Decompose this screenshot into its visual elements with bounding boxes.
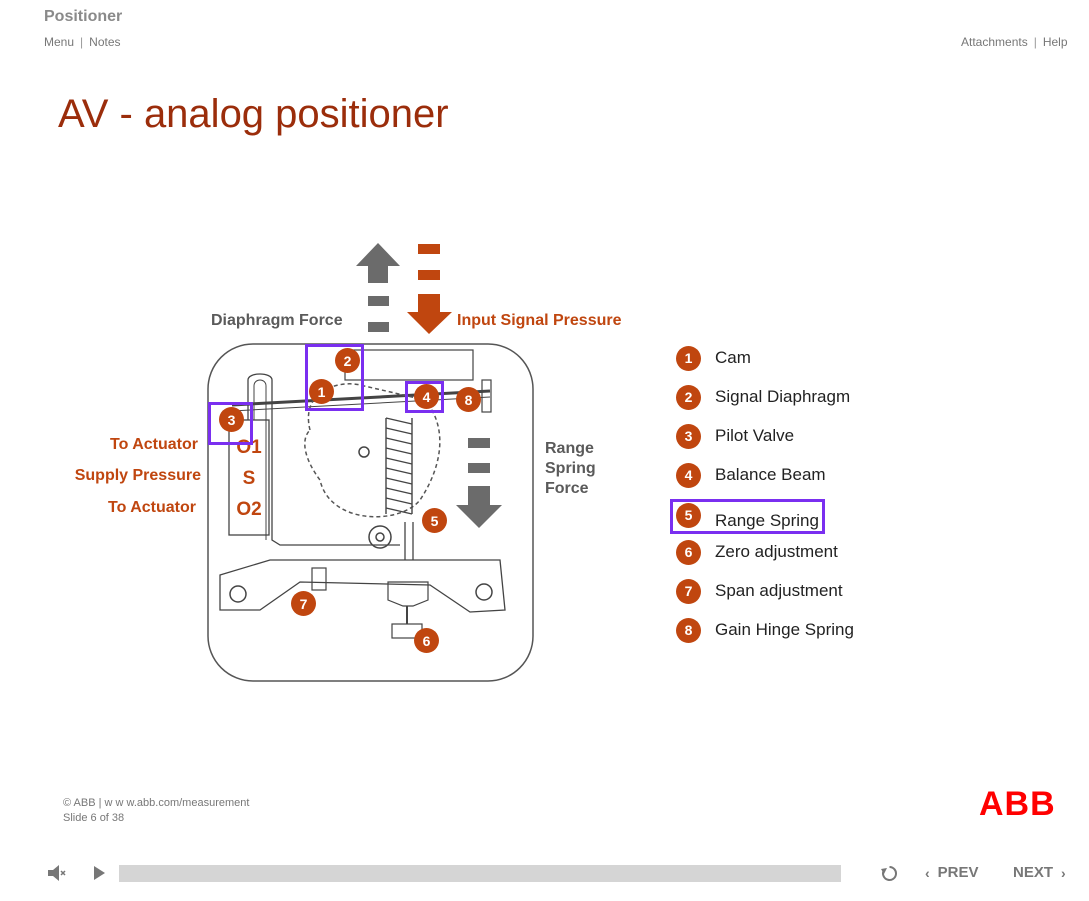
replay-icon[interactable] [880,864,899,883]
chevron-right-icon: › [1061,864,1066,881]
cam-outline [304,383,441,518]
legend-label: Span adjustment [715,581,843,600]
nav-separator: | [80,35,84,49]
legend-number: 7 [676,578,701,604]
prev-button[interactable]: ‹ PREV [925,864,979,881]
copyright-text: © ABB | w w w.abb.com/measurement [63,797,250,809]
legend-label: Zero adjustment [715,542,838,561]
highlight-box [670,499,825,534]
diagram-marker-7[interactable]: 7 [291,591,316,616]
prev-label: PREV [937,864,979,881]
legend-number: 1 [676,345,701,371]
port-label: Supply Pressure [74,467,201,484]
next-button[interactable]: NEXT › [1013,864,1066,881]
legend-label: Pilot Valve [715,426,795,445]
range-spring-coil [385,417,413,515]
highlight-box [405,381,444,413]
port-label: To Actuator [108,499,196,516]
legend-item-balance-beam[interactable]: 4 Balance Beam [676,462,826,488]
legend-number: 8 [676,617,701,643]
legend-number: 5 [676,502,701,528]
nav-separator: | [1033,35,1037,49]
legend-item-span-adjustment[interactable]: 7 Span adjustment [676,578,843,604]
notes-link[interactable]: Notes [89,35,121,49]
diagram-marker-3[interactable]: 3 [219,407,244,432]
legend-number: 4 [676,462,701,488]
diaphragm-force-arrow [356,243,400,332]
slide-counter: Slide 6 of 38 [63,812,125,824]
legend-item-pilot-valve[interactable]: 3 Pilot Valve [676,423,794,449]
range-spring-force-line: Range [545,440,594,457]
diagram-marker-1[interactable]: 1 [309,379,334,404]
highlight-box [208,402,253,445]
top-left-nav: Menu | Notes [44,35,121,49]
course-title: Positioner [44,8,123,25]
range-spring-force-line: Force [545,480,589,497]
progress-bar[interactable] [119,865,841,882]
legend-number: 6 [676,539,701,565]
positioner-housing [207,343,534,682]
diagram-marker-8[interactable]: 8 [456,387,481,412]
diagram-marker-5[interactable]: 5 [422,508,447,533]
legend-item-signal-diaphragm[interactable]: 2 Signal Diaphragm [676,384,850,410]
volume-icon[interactable] [46,864,66,882]
legend-item-range-spring[interactable]: 5 Range Spring [676,502,819,530]
legend-label: Cam [715,348,751,367]
menu-link[interactable]: Menu [44,35,75,49]
legend-item-cam[interactable]: 1 Cam [676,345,751,371]
chevron-left-icon: ‹ [925,864,930,881]
diaphragm-plate [344,349,474,381]
help-link[interactable]: Help [1042,35,1068,49]
diaphragm-force-label: Diaphragm Force [211,312,343,329]
legend-label: Balance Beam [715,465,826,484]
attachments-link[interactable]: Attachments [961,35,1028,49]
diagram-marker-2[interactable]: 2 [335,348,360,373]
legend-number: 3 [676,423,701,449]
legend-item-gain-hinge-spring[interactable]: 8 Gain Hinge Spring [676,617,854,643]
play-icon[interactable] [92,865,106,881]
pilot-valve-body [228,419,270,536]
abb-logo: ABB [979,785,1056,823]
diagram-marker-6[interactable]: 6 [414,628,439,653]
legend-label: Signal Diaphragm [715,387,851,406]
port-code: S [242,468,256,489]
diagram-marker-4[interactable]: 4 [414,384,439,409]
range-spring-force-arrow [456,438,502,528]
slide-title: AV - analog positioner [58,92,449,136]
highlight-box [305,344,364,411]
input-signal-pressure-label: Input Signal Pressure [457,312,622,329]
legend-label: Gain Hinge Spring [715,620,854,639]
top-right-nav: Attachments | Help [961,35,1068,49]
range-spring-force-label: Range Spring Force [545,439,596,499]
next-label: NEXT [1013,864,1054,881]
input-signal-arrow [407,244,452,334]
legend-item-zero-adjustment[interactable]: 6 Zero adjustment [676,539,838,565]
legend-number: 2 [676,384,701,410]
port-label: To Actuator [110,436,198,453]
range-spring-force-line: Spring [545,460,596,477]
legend-label: Range Spring [715,511,819,530]
port-code: O2 [236,499,262,520]
